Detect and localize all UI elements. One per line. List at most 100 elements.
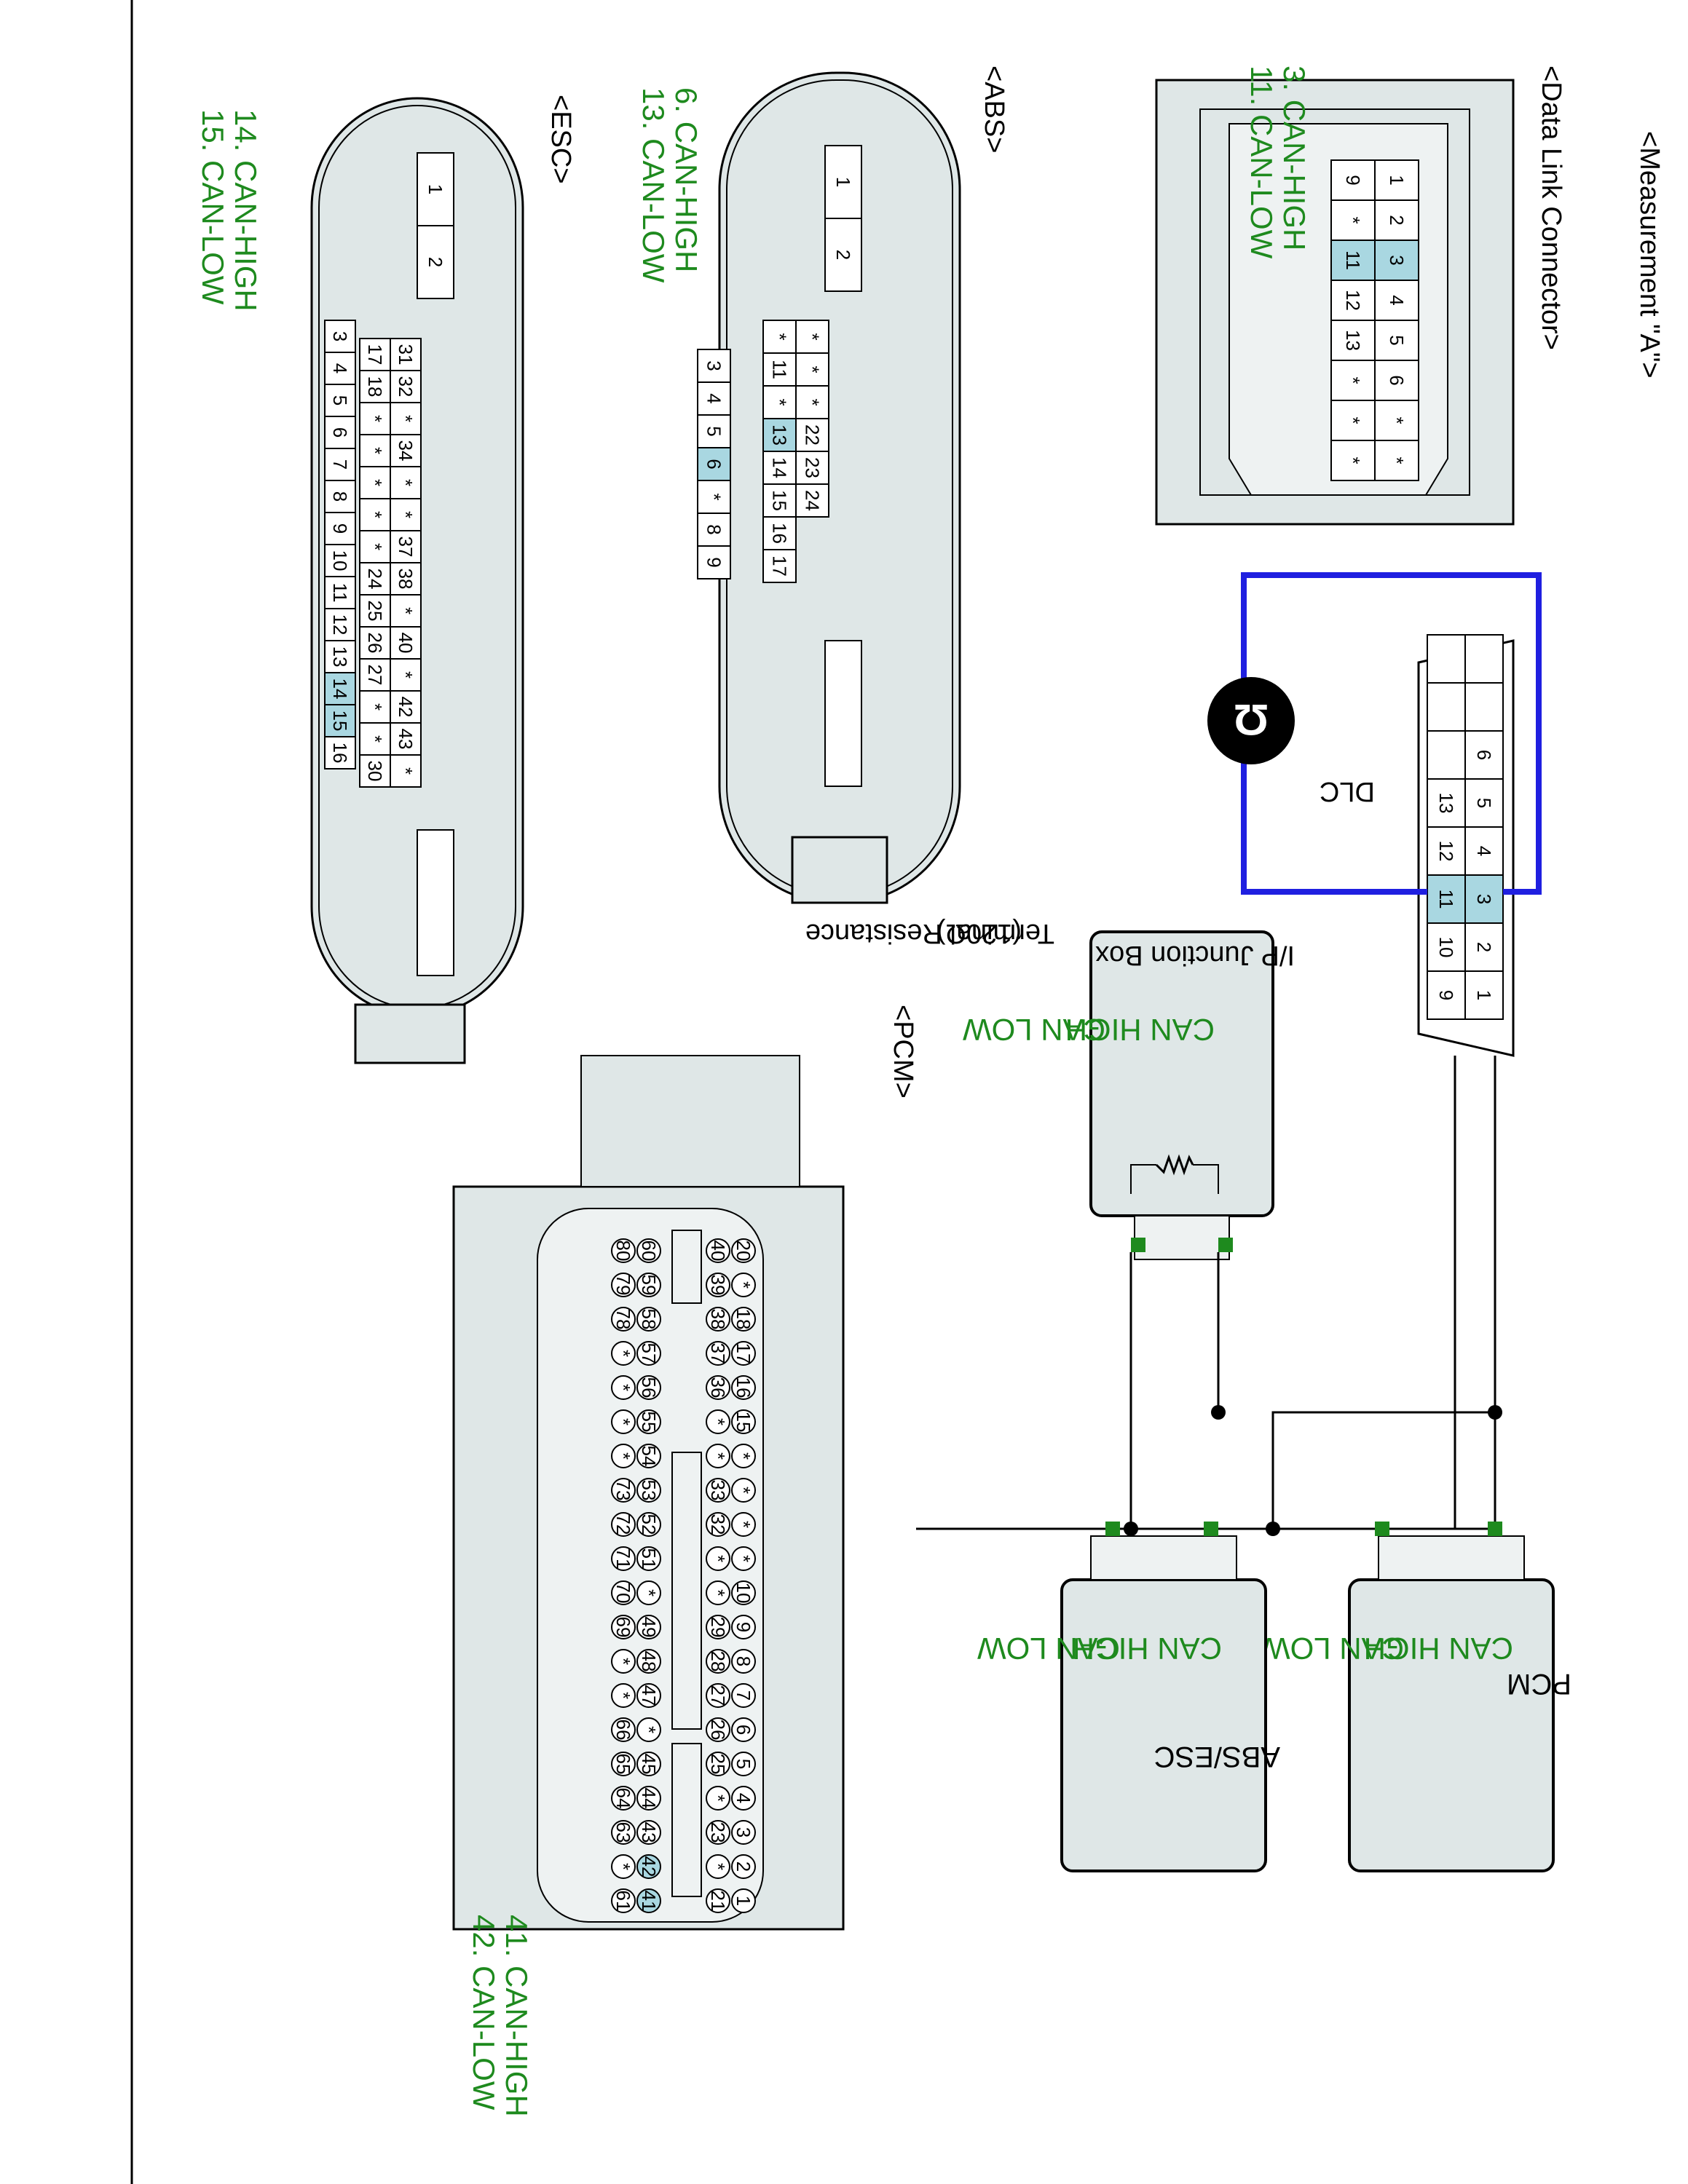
abs-pin: 2	[824, 218, 862, 292]
esc-pin-label: 1	[425, 184, 446, 194]
abs-pin: 23	[795, 451, 829, 485]
abs-pin-label: 23	[802, 457, 824, 478]
esc-pin: *	[390, 754, 422, 788]
dlc-face-pin: 2	[1464, 922, 1504, 972]
pcm-pin-label: 8	[733, 1656, 754, 1666]
wire-junction-dots	[1124, 1405, 1502, 1536]
abs-pin: *	[795, 385, 829, 419]
abs-pin: *	[795, 352, 829, 387]
pcm-pin: 53	[636, 1478, 661, 1503]
pcm-pin-label: 38	[707, 1309, 729, 1330]
dlc-face-pin: 3	[1464, 874, 1504, 924]
pcm-pin-label: 33	[707, 1480, 729, 1501]
abs-pin: 1	[824, 145, 862, 219]
esc-pin-label: *	[364, 447, 386, 454]
dlc-face-pin-label: 9	[1435, 990, 1457, 1000]
esc-pin: 32	[390, 370, 422, 403]
esc-pin-label: *	[395, 671, 417, 678]
pcm-pin-label: 7	[733, 1690, 754, 1701]
abs-pin: 16	[762, 516, 797, 550]
esc-note-can-low: 15. CAN-LOW	[196, 109, 230, 305]
pcm-pin-label: 29	[707, 1617, 729, 1638]
pcm-pin: 43	[636, 1820, 661, 1845]
pcm-pin: 2	[731, 1854, 756, 1879]
pcm-pin-label: 25	[707, 1754, 729, 1775]
esc-pin-label: 34	[395, 440, 417, 462]
pcm-pin: 32	[706, 1512, 730, 1537]
esc-pin: 9	[324, 512, 356, 545]
abs-pin-label: 15	[769, 490, 791, 511]
abs-pin: 6	[697, 447, 731, 481]
esc-pin-label: 8	[329, 491, 351, 502]
pcm-pin: 36	[706, 1375, 730, 1400]
dlc-note-can-high: 3. CAN-HIGH	[1277, 66, 1312, 250]
pcm-pin-label: 28	[707, 1651, 729, 1672]
pcm-pin: *	[731, 1273, 756, 1297]
abs-pin: 13	[762, 418, 797, 452]
esc-pin-label: *	[364, 543, 386, 550]
abs-pin: 17	[762, 549, 797, 583]
dlc-face-pin	[1427, 634, 1466, 684]
esc-pin: 38	[390, 562, 422, 596]
esc-pin: 26	[359, 626, 391, 660]
pcm-pin-label: 2	[733, 1861, 754, 1872]
abs-pin-label: 9	[703, 557, 725, 567]
abs-pin-label: 14	[769, 457, 791, 478]
abs-pin-label: 11	[769, 360, 791, 379]
abs-pin-label: *	[769, 333, 791, 340]
abs-pin: 3	[697, 349, 731, 383]
pcm-pin: 49	[636, 1615, 661, 1639]
esc-pin: 5	[324, 384, 356, 417]
dlc-face-pin: 9	[1427, 970, 1466, 1020]
pcm-pin-label: *	[733, 1521, 754, 1528]
junction-box-title: I/P Junction Box	[1095, 940, 1295, 970]
dlc-face-pin: 1	[1464, 970, 1504, 1020]
pcm-pin-label: 79	[612, 1275, 634, 1296]
esc-pin-label: 7	[329, 459, 351, 470]
pcm-pin: 70	[611, 1580, 636, 1605]
pcm-pin: 17	[731, 1341, 756, 1366]
pcm-pin: 15	[731, 1409, 756, 1434]
pcm-pin-label: 6	[733, 1725, 754, 1735]
dlc-connector-pin-label: 11	[1342, 250, 1364, 270]
esc-pin: 24	[359, 562, 391, 596]
esc-pin: *	[359, 530, 391, 563]
esc-pin: 13	[324, 640, 356, 673]
pcm-connector-title: <PCM>	[888, 1005, 918, 1099]
pcm-pin: 20	[731, 1238, 756, 1263]
pcm-pin: 23	[706, 1820, 730, 1845]
pcm-pin: 6	[731, 1717, 756, 1742]
esc-pin-label: *	[395, 511, 417, 518]
pcm-pin-label: *	[707, 1452, 729, 1460]
abs-pin-label: 3	[703, 360, 725, 371]
abs-pin-label: *	[802, 333, 824, 340]
esc-pin-label: 30	[364, 761, 386, 782]
dlc-connector-pin-label: 12	[1342, 290, 1364, 311]
esc-pin: 7	[324, 448, 356, 481]
pcm-pin-label: 20	[733, 1241, 754, 1262]
ip-junction-box	[1089, 930, 1274, 1260]
pcm-pin-label: 65	[612, 1754, 634, 1775]
pcm-pin-label: *	[707, 1795, 729, 1802]
abs-connector-title: <ABS>	[979, 66, 1009, 153]
dlc-face-pin-label: 11	[1435, 890, 1457, 909]
esc-pin: 31	[390, 338, 422, 371]
pcm-pin: 3	[731, 1820, 756, 1845]
pcm-pin: *	[731, 1444, 756, 1468]
dlc-face-pin-label: 10	[1435, 937, 1457, 958]
abs-pin: *	[795, 320, 829, 354]
esc-pin-label: 16	[329, 743, 351, 764]
pcm-pin: *	[731, 1546, 756, 1571]
esc-pin: 3	[324, 320, 356, 353]
pcm-pin: 64	[611, 1786, 636, 1811]
esc-pin: 42	[390, 690, 422, 724]
pcm-pin-label: 10	[733, 1583, 754, 1604]
pcm-pin: 58	[636, 1307, 661, 1332]
pcm-pin: 47	[636, 1683, 661, 1708]
abs-pin: 15	[762, 483, 797, 518]
esc-pin: 8	[324, 480, 356, 513]
pcm-module-can-low: CAN LOW	[1261, 1631, 1404, 1666]
dlc-face-pin	[1427, 682, 1466, 732]
dlc-connector-pin: *	[1330, 199, 1376, 241]
